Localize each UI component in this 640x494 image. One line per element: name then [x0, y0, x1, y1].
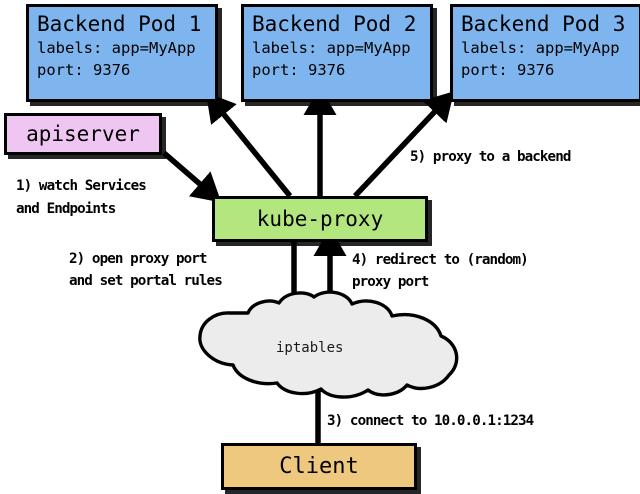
backend-pod-3-labels: labels: app=MyApp — [461, 39, 620, 57]
kube-proxy-label: kube-proxy — [256, 207, 384, 231]
backend-pod-2-box: Backend Pod 2 labels: app=MyApp port: 93… — [241, 4, 433, 102]
backend-pod-1-labels: labels: app=MyApp — [37, 39, 196, 57]
iptables-label: iptables — [276, 340, 344, 356]
step-1-line-1: 1) watch Services — [16, 178, 147, 194]
step-4-line-1: 4) redirect to (random) — [352, 252, 529, 268]
step-4-line-2: proxy port — [352, 274, 429, 290]
backend-pod-1-box: Backend Pod 1 labels: app=MyApp port: 93… — [26, 4, 218, 102]
step-2-line-1: 2) open proxy port — [69, 251, 207, 267]
backend-pod-3-port: port: 9376 — [461, 61, 555, 79]
client-label: Client — [279, 454, 359, 479]
step-3: 3) connect to 10.0.0.1:1234 — [327, 413, 534, 429]
backend-pod-3-box: Backend Pod 3 labels: app=MyApp port: 93… — [450, 4, 640, 102]
backend-pod-2-title: Backend Pod 2 — [252, 12, 417, 36]
arrow-kubeproxy-to-pod3 — [353, 91, 455, 198]
arrow-kubeproxy-to-pod1 — [205, 92, 293, 198]
client-box: Client — [221, 443, 417, 490]
step-2-line-2: and set portal rules — [69, 273, 223, 289]
backend-pod-1-title: Backend Pod 1 — [37, 12, 202, 36]
backend-pod-1-port: port: 9376 — [37, 61, 131, 79]
kube-proxy-box: kube-proxy — [212, 196, 428, 242]
backend-pod-2-labels: labels: app=MyApp — [252, 39, 411, 57]
backend-pod-3-title: Backend Pod 3 — [461, 12, 626, 36]
arrow-watch-services — [162, 150, 222, 203]
step-1-line-2: and Endpoints — [16, 201, 116, 217]
backend-pod-2-port: port: 9376 — [252, 61, 346, 79]
step-5: 5) proxy to a backend — [410, 149, 571, 165]
apiserver-label: apiserver — [26, 122, 140, 146]
apiserver-box: apiserver — [4, 113, 162, 155]
iptables-cloud — [198, 290, 459, 399]
